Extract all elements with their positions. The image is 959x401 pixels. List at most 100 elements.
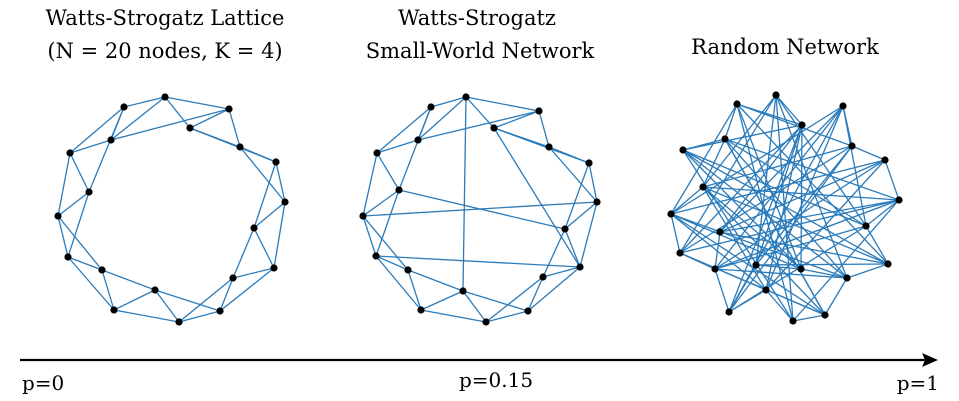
lattice-edge-39 xyxy=(110,108,230,141)
small-world-title-line-2: Small-World Network xyxy=(366,39,595,63)
random-edge-11 xyxy=(682,124,803,151)
small-world-edge-13 xyxy=(375,255,409,271)
random-edge-60 xyxy=(670,213,767,291)
random-edge-49 xyxy=(765,105,844,291)
small-world-edge-36 xyxy=(398,106,432,191)
random-edge-1 xyxy=(736,103,889,265)
lattice-node-12 xyxy=(110,306,118,314)
random-edge-82 xyxy=(800,268,848,279)
random-node-12 xyxy=(862,222,870,230)
small-world-edge-16 xyxy=(376,152,400,191)
lattice-title-line-1: Watts-Strogatz Lattice xyxy=(46,6,285,30)
lattice-edge-0 xyxy=(164,96,230,110)
lattice-edge-7 xyxy=(232,267,275,279)
lattice-title-line-2: (N = 20 nodes, K = 4) xyxy=(47,39,282,63)
random-edge-65 xyxy=(851,145,886,161)
small-world-title-line-1: Watts-Strogatz xyxy=(398,6,556,30)
lattice-node-8 xyxy=(229,274,237,282)
random-edge-81 xyxy=(755,264,802,270)
random-node-10 xyxy=(667,210,675,218)
random-node-21 xyxy=(789,317,797,325)
random-edge-84 xyxy=(842,105,867,227)
lattice-node-14 xyxy=(64,253,72,261)
random-node-13 xyxy=(884,260,892,268)
small-world-edge-44 xyxy=(462,96,467,292)
random-edge-68 xyxy=(865,225,889,265)
random-edge-72 xyxy=(765,289,794,322)
small-world-edge-21 xyxy=(538,110,550,148)
lattice-node-10 xyxy=(175,318,183,326)
small-world-edge-34 xyxy=(375,189,400,257)
random-node-11 xyxy=(716,228,724,236)
random-title: Random Network xyxy=(691,35,879,59)
random-node-17 xyxy=(797,265,805,273)
random-edge-50 xyxy=(702,186,767,291)
small-world-edge-19 xyxy=(417,96,467,141)
lattice-node-13 xyxy=(98,266,106,274)
random-edge-79 xyxy=(724,103,738,140)
random-node-9 xyxy=(895,196,903,204)
probability-axis: p=0 p=0.15 p=1 xyxy=(20,353,939,395)
lattice-edge-36 xyxy=(88,106,125,193)
random-edge-64 xyxy=(682,138,726,151)
small-world-node-15 xyxy=(359,212,367,220)
small-world-edge-4 xyxy=(588,162,598,203)
random-edge-58 xyxy=(702,186,889,265)
random-edge-51 xyxy=(728,124,803,313)
random-edge-67 xyxy=(865,199,900,227)
lattice-edge-13 xyxy=(67,256,103,271)
lattice-edge-11 xyxy=(113,289,156,311)
small-world-node-10 xyxy=(482,318,490,326)
lattice-edge-1 xyxy=(189,108,230,129)
small-world-edge-35 xyxy=(362,152,378,217)
small-world-node-1 xyxy=(535,107,543,115)
random-node-22 xyxy=(821,311,829,319)
lattice-node-5 xyxy=(281,198,289,206)
random-edge-75 xyxy=(679,252,716,270)
small-world-edge-11 xyxy=(420,290,464,311)
random-edge-20 xyxy=(679,145,853,254)
tick-label-p0: p=0 xyxy=(22,371,64,395)
small-world-node-11 xyxy=(459,287,467,295)
small-world-node-17 xyxy=(373,149,381,157)
random-edge-21 xyxy=(682,149,889,265)
axis-arrowhead xyxy=(922,353,938,367)
random-edge-5 xyxy=(679,94,777,254)
lattice-node-11 xyxy=(151,286,159,294)
random-node-1 xyxy=(772,91,780,99)
lattice-edge-26 xyxy=(232,227,255,279)
random-edge-12 xyxy=(765,124,803,291)
random-edge-44 xyxy=(755,94,777,266)
random-edge-40 xyxy=(679,124,803,254)
small-world-node-8 xyxy=(539,273,547,281)
random-edge-71 xyxy=(792,314,826,322)
random-edge-76 xyxy=(670,213,681,254)
lattice-edge-35 xyxy=(57,152,71,217)
random-network-graph xyxy=(667,91,903,325)
small-world-node-7 xyxy=(576,263,584,271)
small-world-node-16 xyxy=(395,186,403,194)
small-world-edge-28 xyxy=(485,276,544,323)
random-edge-7 xyxy=(775,94,867,227)
lattice-node-18 xyxy=(120,103,128,111)
lattice-edge-14 xyxy=(57,215,69,258)
small-world-node-9 xyxy=(524,307,532,315)
random-edge-15 xyxy=(724,138,900,201)
tick-label-p015: p=0.15 xyxy=(459,368,533,392)
small-world-edge-42 xyxy=(375,255,581,268)
lattice-edge-6 xyxy=(253,227,275,269)
small-world-edge-9 xyxy=(485,310,529,323)
random-edge-33 xyxy=(719,105,844,233)
random-node-18 xyxy=(843,274,851,282)
small-world-edge-25 xyxy=(579,201,598,268)
small-world-node-19 xyxy=(414,136,422,144)
lattice-edge-8 xyxy=(219,277,234,312)
lattice-edge-9 xyxy=(178,310,221,323)
lattice-node-0 xyxy=(161,93,169,101)
small-world-node-5 xyxy=(593,198,601,206)
random-edge-30 xyxy=(719,199,900,233)
small-world-edge-38 xyxy=(430,96,467,108)
lattice-edge-38 xyxy=(123,96,166,108)
lattice-node-16 xyxy=(85,188,93,196)
small-world-node-12 xyxy=(417,306,425,314)
